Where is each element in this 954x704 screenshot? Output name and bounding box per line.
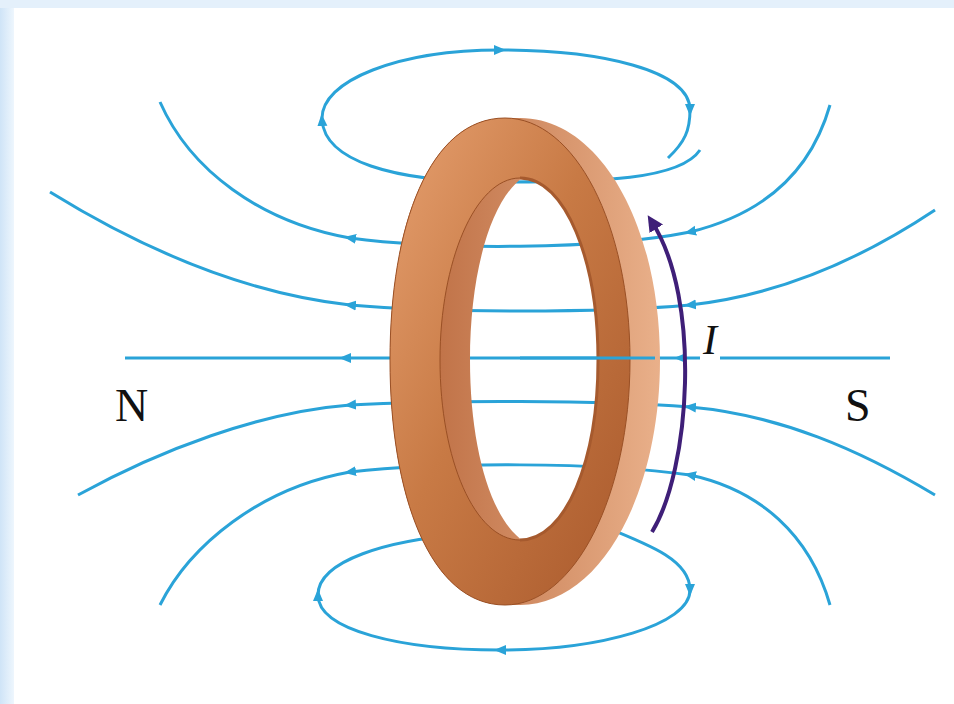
top-band (0, 0, 954, 8)
current-label: I (700, 318, 720, 362)
pole-label: S (842, 382, 874, 430)
copper-ring (390, 118, 660, 605)
side-band (0, 0, 14, 704)
field-lines (50, 50, 935, 650)
field-lines-front (520, 357, 655, 360)
pole-label: N (112, 382, 151, 430)
current-arrow (652, 222, 685, 532)
